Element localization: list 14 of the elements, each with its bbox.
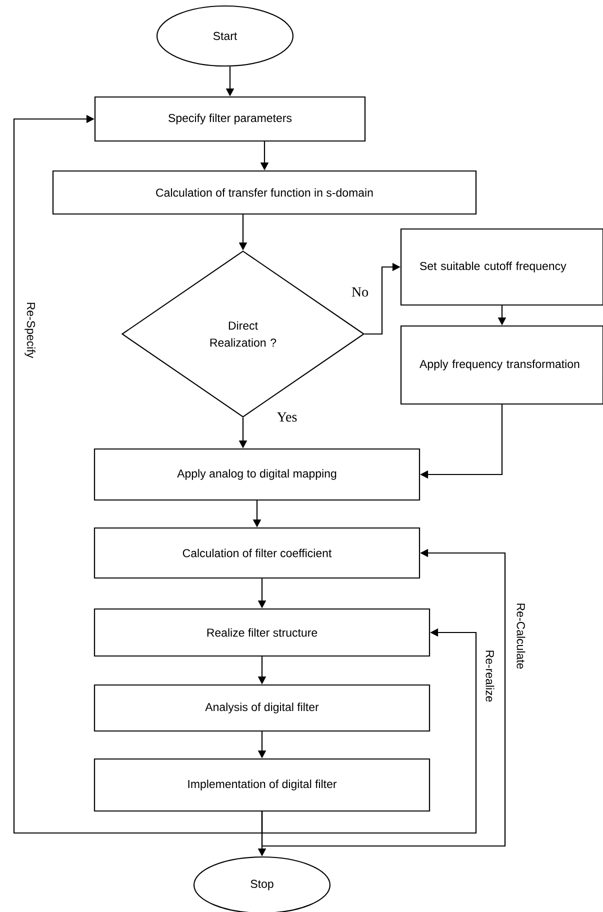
process-box: Calculation of filter coefficient <box>94 527 420 579</box>
terminal-oval: Start <box>156 5 294 67</box>
process-box: Realize filter structure <box>94 608 430 657</box>
arrow <box>13 114 263 834</box>
process-box: Specify filter parameters <box>94 96 366 142</box>
process-box: Analysis of digital filter <box>94 684 430 732</box>
edge-label: Re-Specify <box>24 300 36 360</box>
process-box: Implementation of digital filter <box>94 758 430 812</box>
edge-label: Re-Calculate <box>516 602 526 670</box>
process-box: Set suitable cutoff frequency <box>400 228 603 306</box>
process-box: Apply frequency transformation <box>400 325 603 405</box>
edge-label: Re-realize <box>484 648 496 704</box>
process-box: Calculation of transfer function in s-domain <box>52 170 477 215</box>
process-box: Apply analog to digital mapping <box>94 448 420 501</box>
